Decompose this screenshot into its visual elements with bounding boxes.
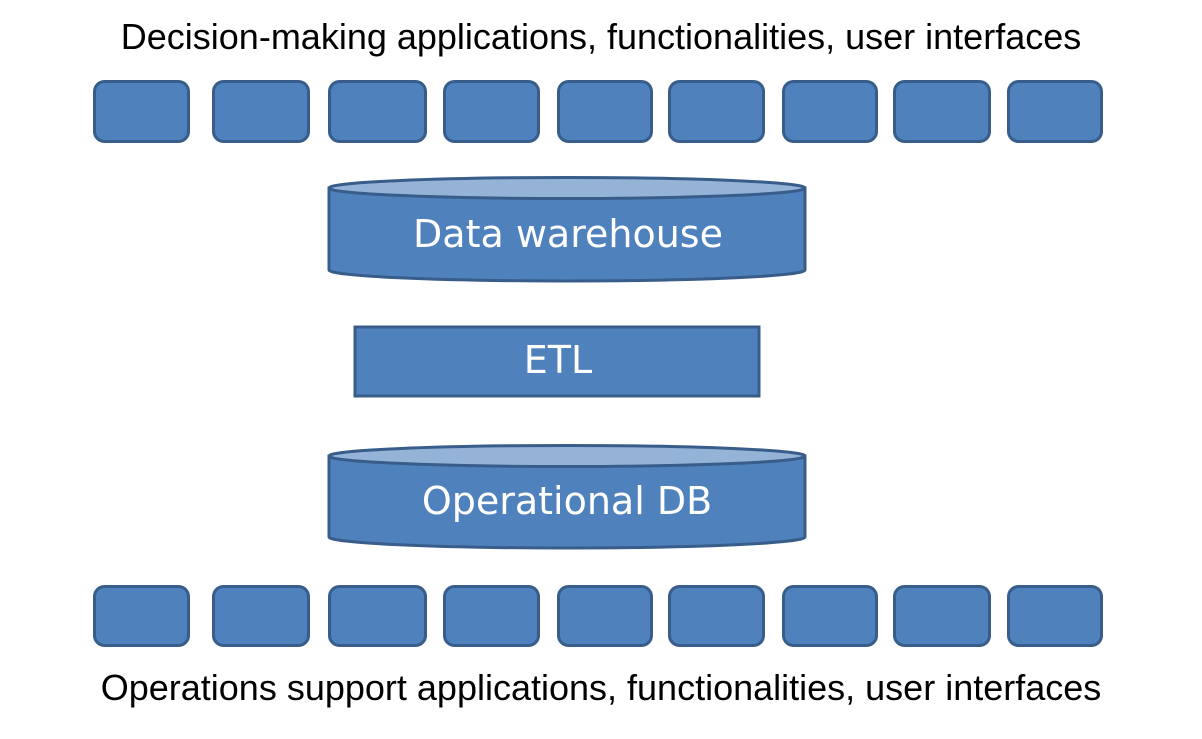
decision-app-box-5 <box>557 80 653 143</box>
operations-app-box-7 <box>782 585 878 647</box>
etl-rect <box>353 325 761 398</box>
operational-db-body <box>327 454 807 550</box>
operations-app-box-4 <box>443 585 540 647</box>
operations-app-box-1 <box>93 585 190 647</box>
operational-db-cylinder: Operational DB <box>327 444 807 550</box>
operations-app-box-6 <box>668 585 765 647</box>
decision-layer-caption: Decision-making applications, functional… <box>120 16 1082 57</box>
decision-app-box-9 <box>1007 80 1103 143</box>
operations-app-box-3 <box>328 585 427 647</box>
decision-app-box-8 <box>893 80 991 143</box>
data-warehouse-label: Data warehouse <box>413 212 723 256</box>
etl-box: ETL <box>353 325 761 398</box>
operations-app-box-8 <box>893 585 991 647</box>
operations-layer-caption: Operations support applications, functio… <box>100 667 1102 708</box>
operations-app-box-2 <box>212 585 310 647</box>
data-warehouse-cylinder: Data warehouse <box>327 176 807 283</box>
decision-app-box-3 <box>328 80 427 143</box>
operational-db-label: Operational DB <box>422 479 712 523</box>
decision-app-box-7 <box>782 80 878 143</box>
decision-apps-row <box>93 80 1103 143</box>
data-warehouse-top <box>327 176 807 200</box>
operations-apps-row <box>93 585 1103 647</box>
decision-app-box-4 <box>443 80 540 143</box>
operations-app-box-5 <box>557 585 653 647</box>
etl-label: ETL <box>524 338 592 382</box>
operations-app-box-9 <box>1007 585 1103 647</box>
operational-db-top <box>327 444 807 468</box>
decision-app-box-2 <box>212 80 310 143</box>
data-warehouse-body <box>327 186 807 283</box>
decision-app-box-1 <box>93 80 190 143</box>
decision-app-box-6 <box>668 80 765 143</box>
